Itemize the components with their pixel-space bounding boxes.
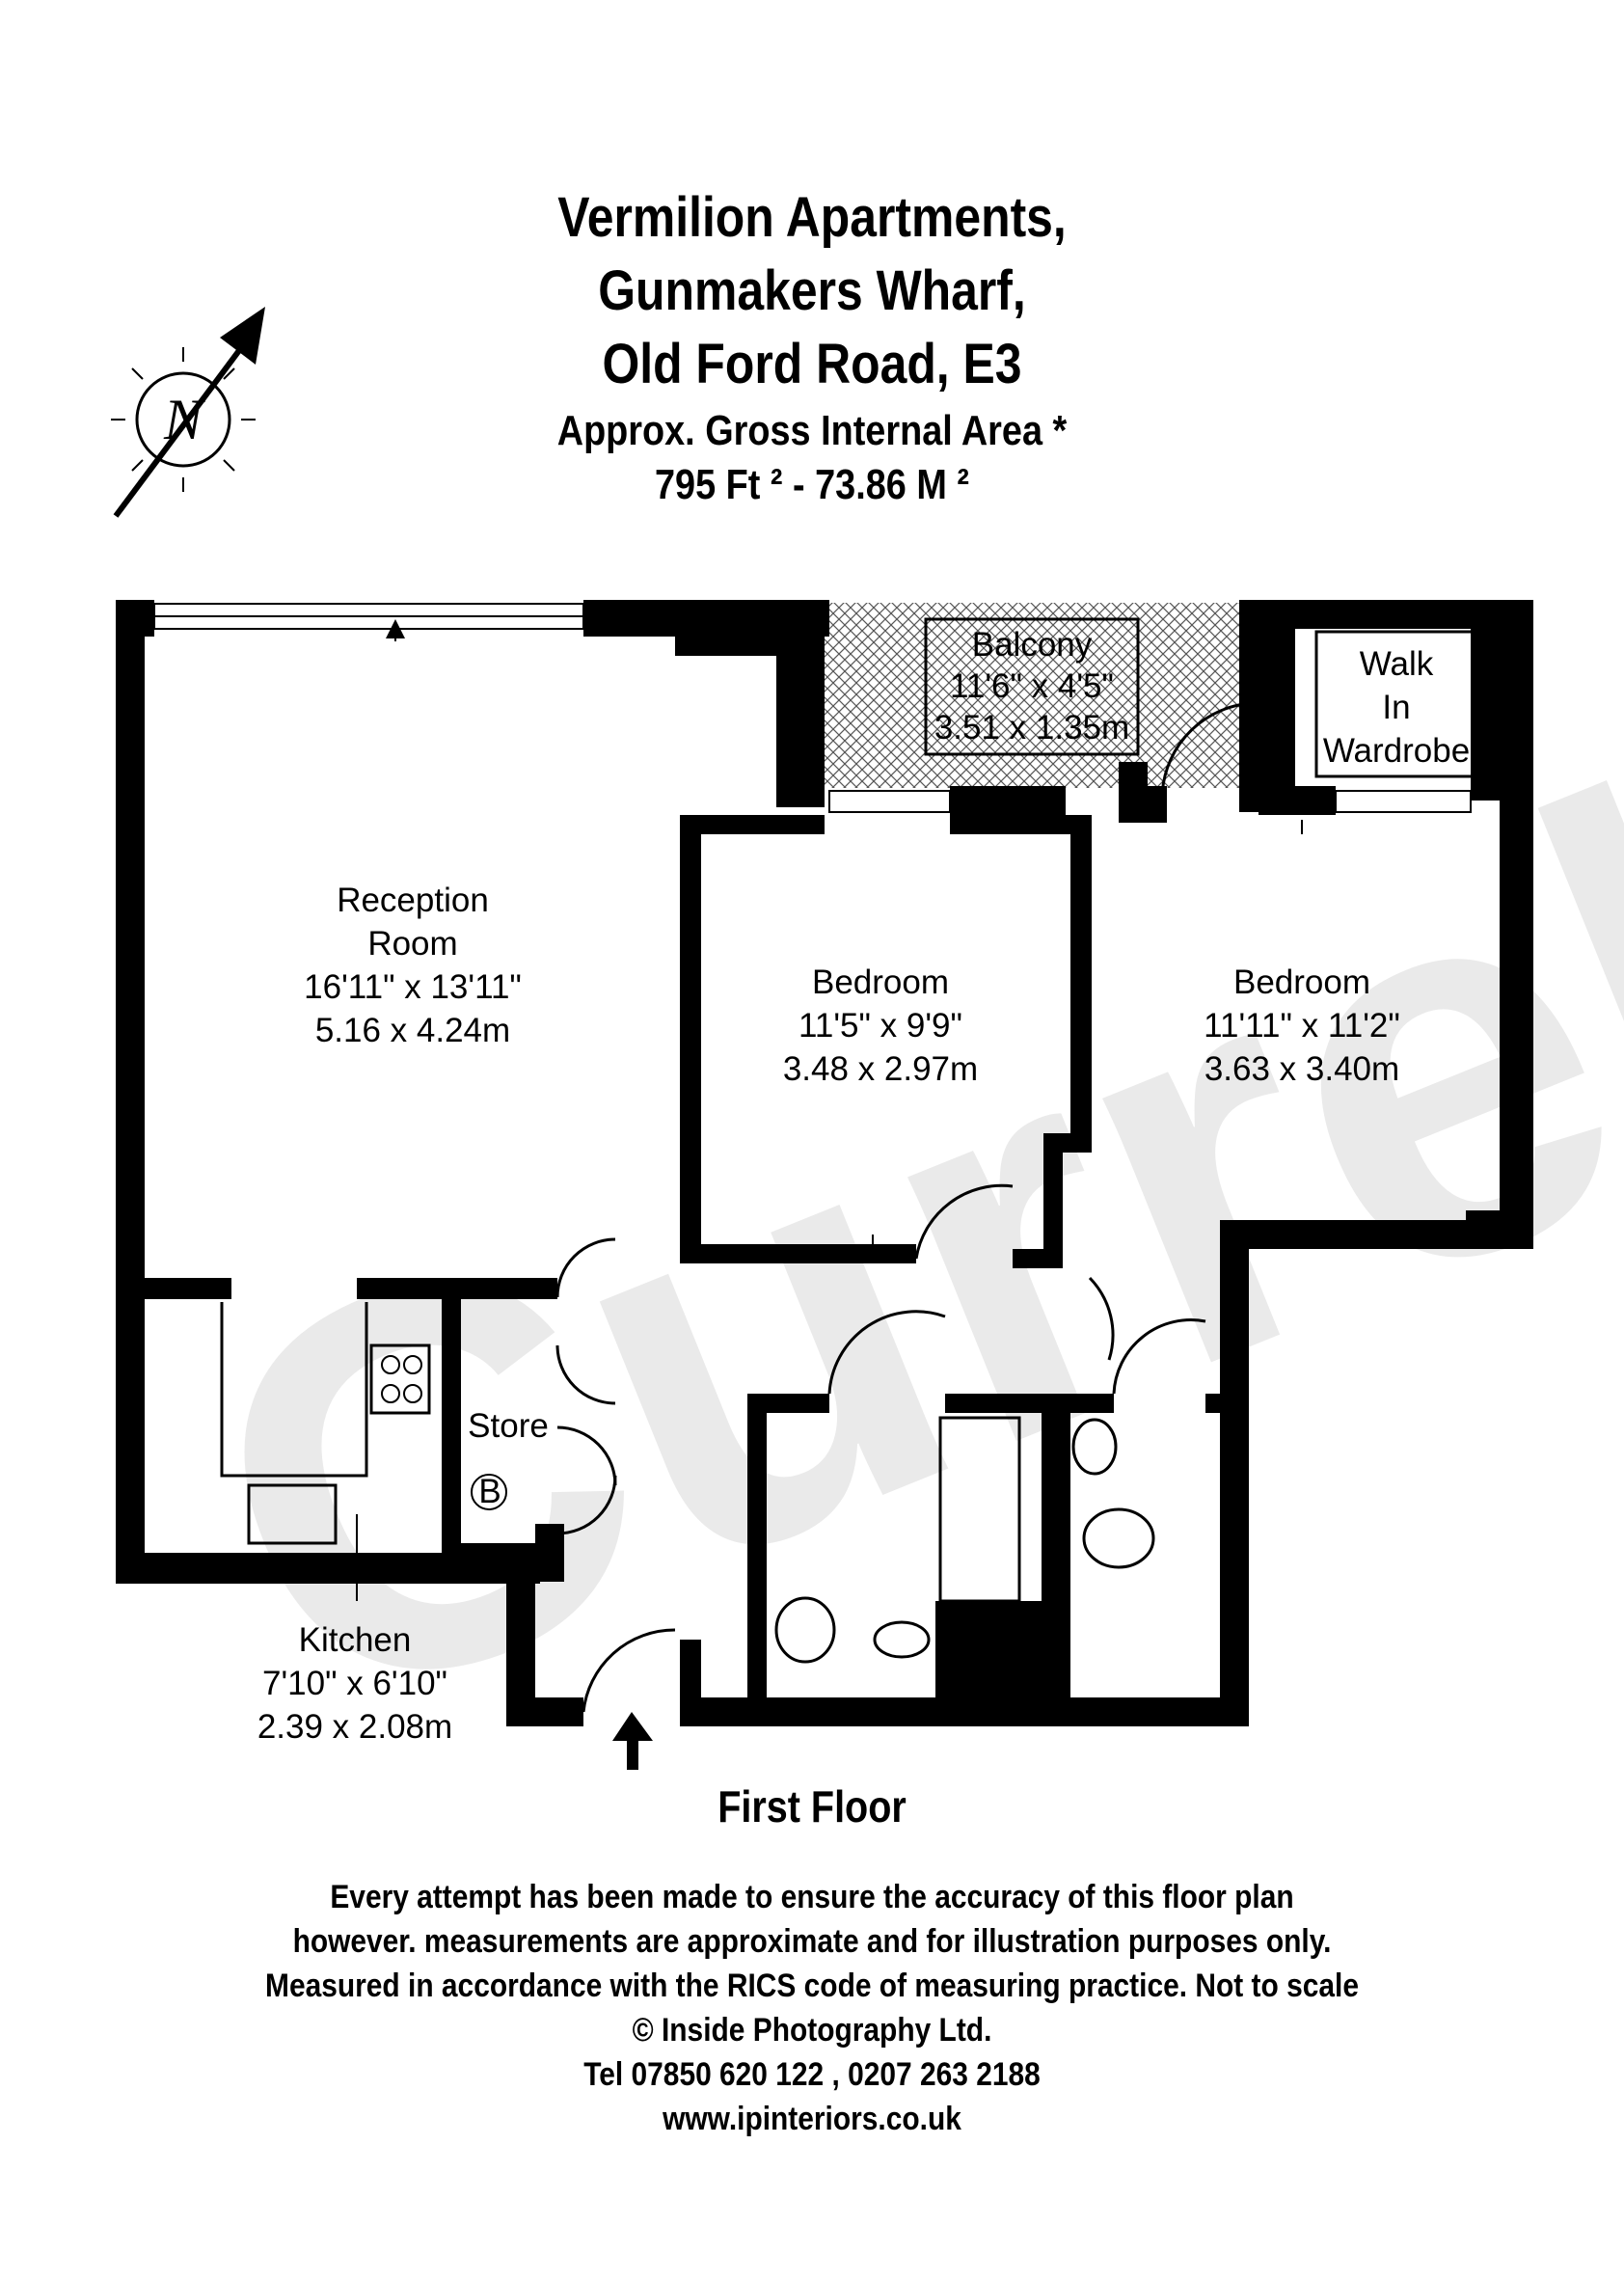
wardrobe-line-1: Walk bbox=[1360, 645, 1434, 683]
title-line-2: Gunmakers Wharf, bbox=[598, 259, 1026, 322]
wardrobe-line-2: In bbox=[1382, 689, 1410, 726]
bedroom2-name: Bedroom bbox=[1233, 964, 1370, 1001]
entrance-arrow-icon bbox=[612, 1712, 653, 1770]
footer-line-5: Tel 07850 620 122 , 0207 263 2188 bbox=[583, 2056, 1041, 2093]
footer-website-link[interactable]: www.ipinteriors.co.uk bbox=[663, 2101, 961, 2137]
footer-line-3: Measured in accordance with the RICS cod… bbox=[265, 1968, 1359, 2004]
bedroom1-name: Bedroom bbox=[812, 964, 949, 1001]
balcony-metric: 3.51 x 1.35m bbox=[934, 709, 1129, 746]
kitchen-metric: 2.39 x 2.08m bbox=[257, 1708, 452, 1746]
footer-line-2: however. measurements are approximate an… bbox=[292, 1923, 1332, 1960]
boiler-label: B bbox=[478, 1473, 501, 1510]
reception-line-2: Room bbox=[367, 925, 457, 963]
area-value: 795 Ft ² - 73.86 M ² bbox=[655, 461, 969, 508]
bedroom2-imperial: 11'11" x 11'2" bbox=[1204, 1007, 1400, 1045]
wardrobe-line-3: Wardrobe bbox=[1323, 732, 1470, 770]
boiler-icon bbox=[471, 1474, 507, 1510]
reception-line-1: Reception bbox=[337, 882, 489, 919]
title-line-1: Vermilion Apartments, bbox=[557, 186, 1067, 249]
title-line-3: Old Ford Road, E3 bbox=[602, 333, 1022, 395]
dimension-arrows bbox=[168, 619, 1303, 1292]
windows bbox=[153, 603, 1472, 813]
reception-metric: 5.16 x 4.24m bbox=[315, 1012, 510, 1049]
footer-line-1: Every attempt has been made to ensure th… bbox=[330, 1879, 1294, 1915]
room-labels: Balcony 11'6" x 4'5" 3.51 x 1.35m Walk I… bbox=[257, 626, 1470, 1746]
hob-icon bbox=[381, 1355, 422, 1403]
balcony-imperial: 11'6" x 4'5" bbox=[950, 667, 1114, 705]
kitchen-imperial: 7'10" x 6'10" bbox=[262, 1665, 447, 1702]
room-outlines bbox=[220, 617, 1477, 1664]
bedroom1-metric: 3.48 x 2.97m bbox=[783, 1050, 978, 1088]
balcony-name: Balcony bbox=[972, 626, 1093, 664]
compass-icon: N bbox=[111, 307, 265, 518]
walls bbox=[116, 600, 1533, 1726]
store-name: Store bbox=[468, 1407, 549, 1445]
kitchen-name: Kitchen bbox=[299, 1621, 412, 1659]
compass-north-letter: N bbox=[163, 388, 205, 451]
bedroom1-imperial: 11'5" x 9'9" bbox=[798, 1007, 962, 1045]
area-label: Approx. Gross Internal Area * bbox=[556, 407, 1068, 454]
floor-label: First Floor bbox=[717, 1781, 907, 1832]
reception-imperial: 16'11" x 13'11" bbox=[304, 968, 522, 1006]
bedroom2-metric: 3.63 x 3.40m bbox=[1204, 1050, 1399, 1088]
doors bbox=[555, 702, 1245, 1713]
balcony-area bbox=[825, 603, 1259, 788]
footer-line-4: © Inside Photography Ltd. bbox=[632, 2012, 992, 2049]
